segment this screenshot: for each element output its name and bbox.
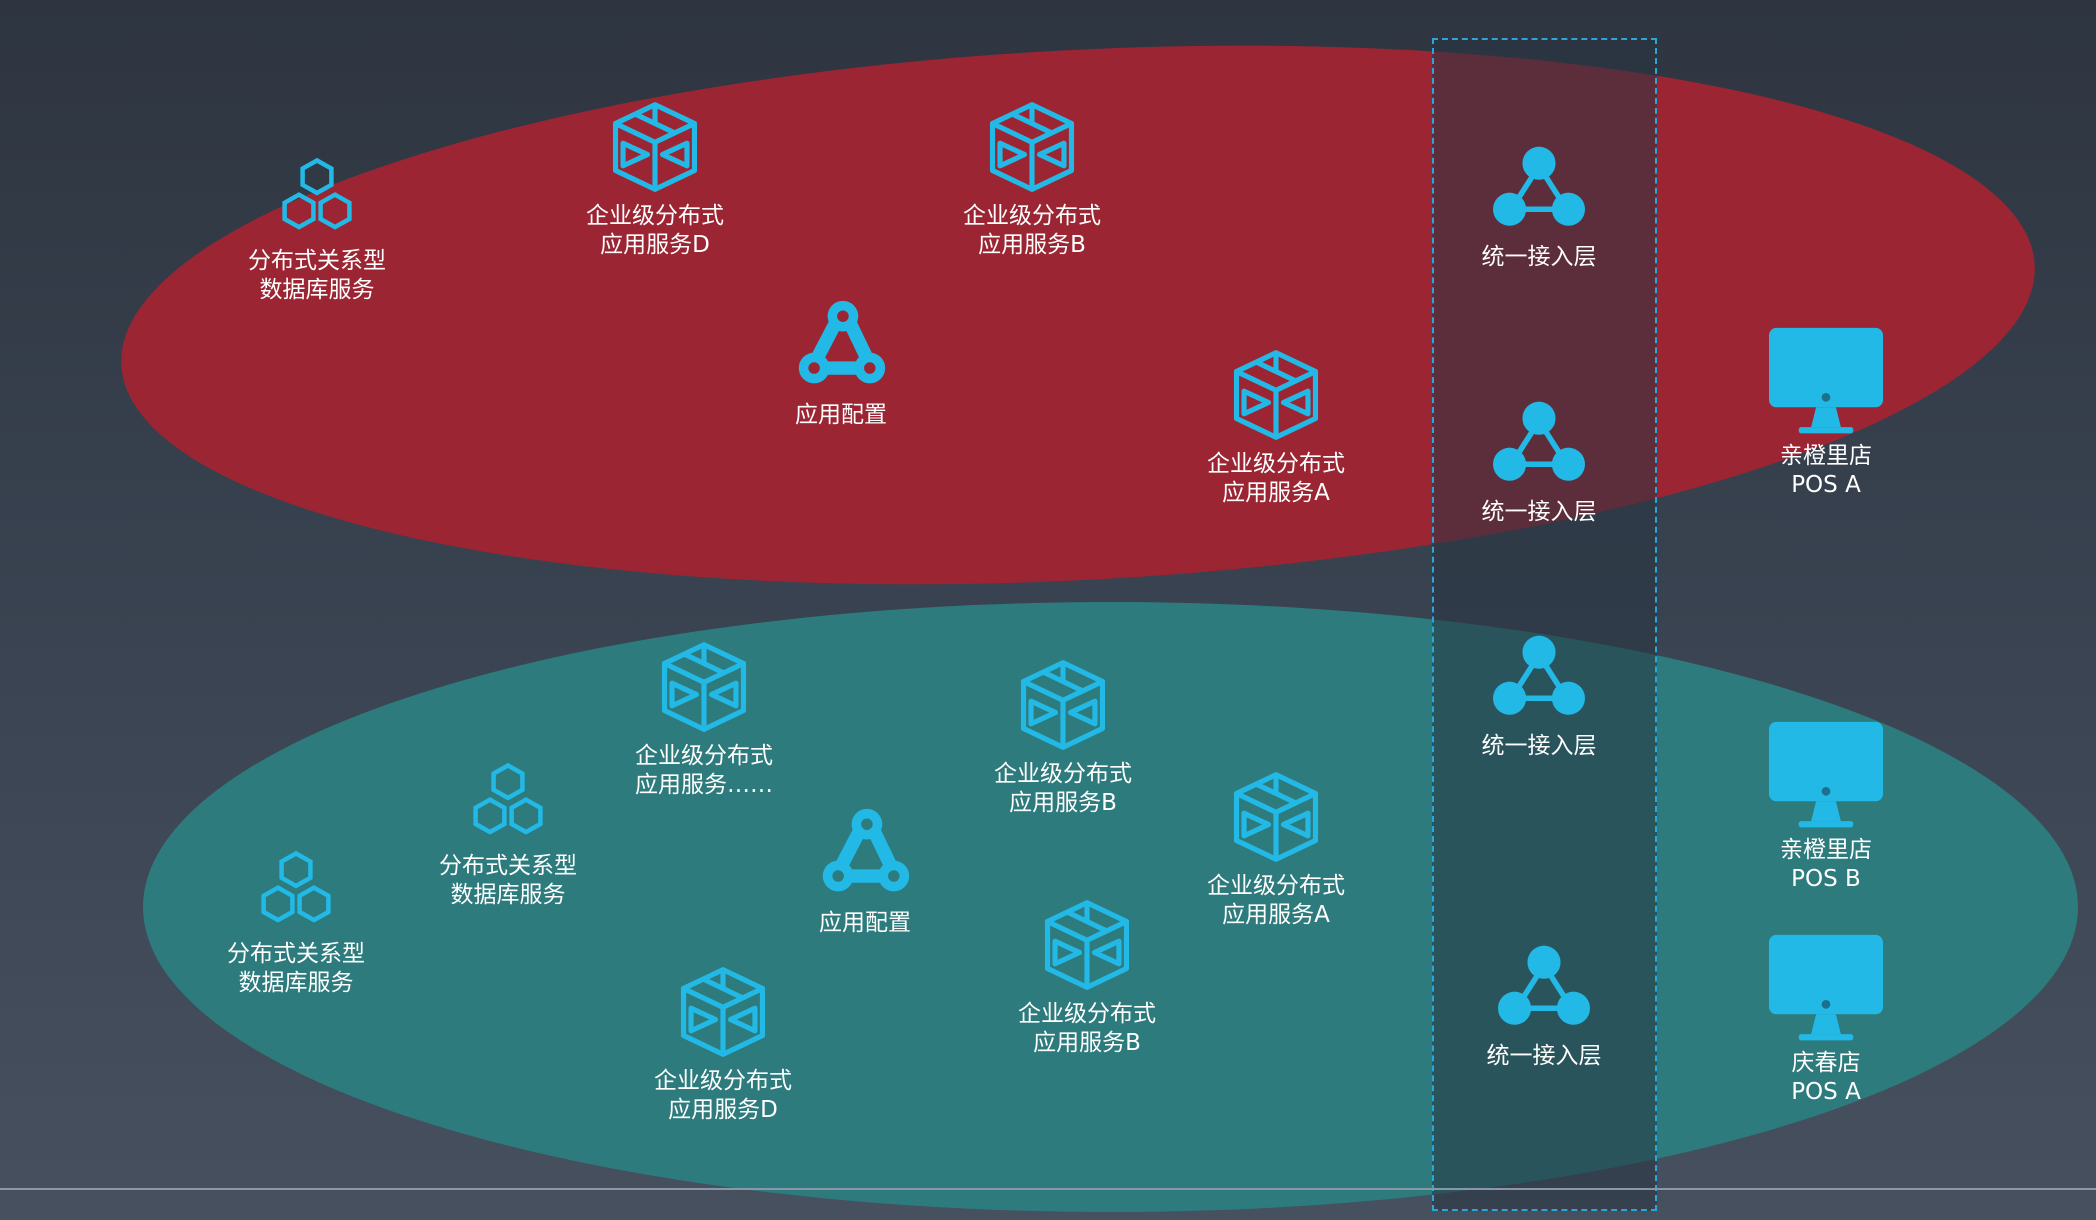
node-label: 应用服务D [668,1097,778,1123]
triangle-network-icon [1491,942,1597,1034]
node-label: 企业级分布式 [1018,1001,1156,1027]
access-layer-node-2: 统一接入层 [1429,398,1649,527]
monitor-icon [1764,318,1888,442]
cube-icon [676,965,770,1059]
node-label: 应用服务B [1033,1030,1141,1056]
cube-icon [1229,770,1323,864]
node-label: 统一接入层 [1481,733,1597,759]
node-label: 应用服务B [1009,790,1117,816]
triangle-network-icon [1486,632,1592,724]
hexagon-cluster-icon [251,848,341,940]
production-zone-ellipse [107,0,2049,630]
cube-icon [985,100,1079,194]
config-chain-icon [790,297,892,393]
access-layer-node-4: 统一接入层 [1434,942,1654,1071]
config-chain-icon [814,805,916,901]
monitor-icon [1764,712,1888,836]
top-app-service-d: 企业级分布式 应用服务D [545,100,765,260]
node-label: 数据库服务 [259,277,375,303]
cube-icon [657,640,751,734]
node-label: 应用配置 [819,910,911,936]
bottom-app-service-d: 企业级分布式 应用服务D [613,965,833,1125]
node-label: 亲橙里店 [1780,443,1872,469]
node-label: 应用服务A [1222,902,1330,928]
cube-icon [608,100,702,194]
triangle-network-icon [1486,398,1592,490]
backup-zone-ellipse [143,602,2078,1212]
node-label: POS A [1791,1079,1861,1105]
node-label: 分布式关系型 [227,941,365,967]
bottom-app-service-b-2: 企业级分布式 应用服务B [977,898,1197,1058]
node-label: 统一接入层 [1481,499,1597,525]
bottom-app-service-more: 企业级分布式 应用服务…… [594,640,814,800]
access-layer-node-1: 统一接入层 [1429,143,1649,272]
triangle-network-icon [1486,143,1592,235]
node-label: 数据库服务 [450,882,566,908]
node-label: POS A [1791,472,1861,498]
pos-terminal-1: 亲橙里店 POS A [1716,318,1936,500]
access-layer-column [1432,38,1657,1211]
node-label: 企业级分布式 [963,203,1101,229]
pos-terminal-2: 亲橙里店 POS B [1716,712,1936,894]
node-label: 应用服务D [600,232,710,258]
cube-icon [1040,898,1134,992]
footer-divider [0,1188,2096,1190]
node-label: 应用配置 [795,402,887,428]
node-label: 数据库服务 [238,970,354,996]
node-label: 统一接入层 [1481,244,1597,270]
node-label: 庆春店 [1791,1050,1861,1076]
bottom-app-config: 应用配置 [755,805,975,938]
cube-icon [1229,348,1323,442]
node-label: 企业级分布式 [654,1068,792,1094]
node-label: 应用服务A [1222,480,1330,506]
node-label: 企业级分布式 [994,761,1132,787]
node-label: 亲橙里店 [1780,837,1872,863]
access-layer-node-3: 统一接入层 [1429,632,1649,761]
top-app-config: 应用配置 [731,297,951,430]
bottom-app-service-a: 企业级分布式 应用服务A [1166,770,1386,930]
bottom-app-service-b-1: 企业级分布式 应用服务B [953,658,1173,818]
bottom-db-service-1: 分布式关系型 数据库服务 [186,848,406,998]
node-label: 统一接入层 [1486,1043,1602,1069]
node-label: 企业级分布式 [1207,451,1345,477]
node-label: 企业级分布式 [635,743,773,769]
node-label: 分布式关系型 [439,853,577,879]
top-db-service: 分布式关系型 数据库服务 [207,155,427,305]
hexagon-cluster-icon [463,760,553,852]
bottom-db-service-2: 分布式关系型 数据库服务 [398,760,618,910]
top-app-service-a: 企业级分布式 应用服务A [1166,348,1386,508]
monitor-icon [1764,925,1888,1049]
node-label: POS B [1791,866,1861,892]
node-label: 应用服务…… [635,772,773,798]
node-label: 应用服务B [978,232,1086,258]
node-label: 企业级分布式 [586,203,724,229]
pos-terminal-3: 庆春店 POS A [1716,925,1936,1107]
top-app-service-b: 企业级分布式 应用服务B [922,100,1142,260]
cube-icon [1016,658,1110,752]
node-label: 企业级分布式 [1207,873,1345,899]
hexagon-cluster-icon [272,155,362,247]
node-label: 分布式关系型 [248,248,386,274]
